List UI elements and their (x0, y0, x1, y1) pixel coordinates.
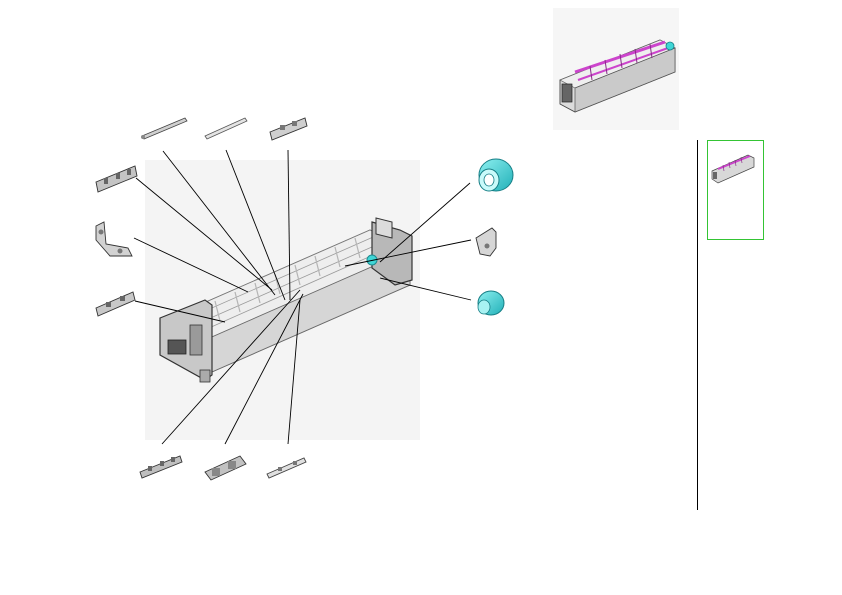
part-plate-bottom-1[interactable] (139, 455, 183, 479)
part-bracket-left-top[interactable] (95, 165, 138, 193)
part-guide-rod-2[interactable] (204, 117, 248, 140)
part-bearing-low[interactable] (477, 290, 505, 316)
panel-divider (697, 140, 698, 510)
part-bracket-left-low[interactable] (95, 291, 136, 317)
part-plate-bottom-3[interactable] (266, 457, 307, 479)
part-bracket-top[interactable] (269, 117, 308, 141)
thumbnail-image (711, 154, 755, 184)
leader-lines (133, 149, 472, 445)
part-bracket-right[interactable] (475, 227, 497, 257)
main-assembly[interactable] (159, 217, 413, 383)
part-guide-rod-1[interactable] (141, 117, 188, 140)
part-plate-bottom-2[interactable] (204, 455, 247, 481)
overview-preview (553, 8, 679, 130)
assembly-thumbnail[interactable] (707, 140, 764, 240)
part-bearing-top[interactable] (478, 158, 514, 192)
part-bracket-left-mid[interactable] (95, 221, 133, 257)
